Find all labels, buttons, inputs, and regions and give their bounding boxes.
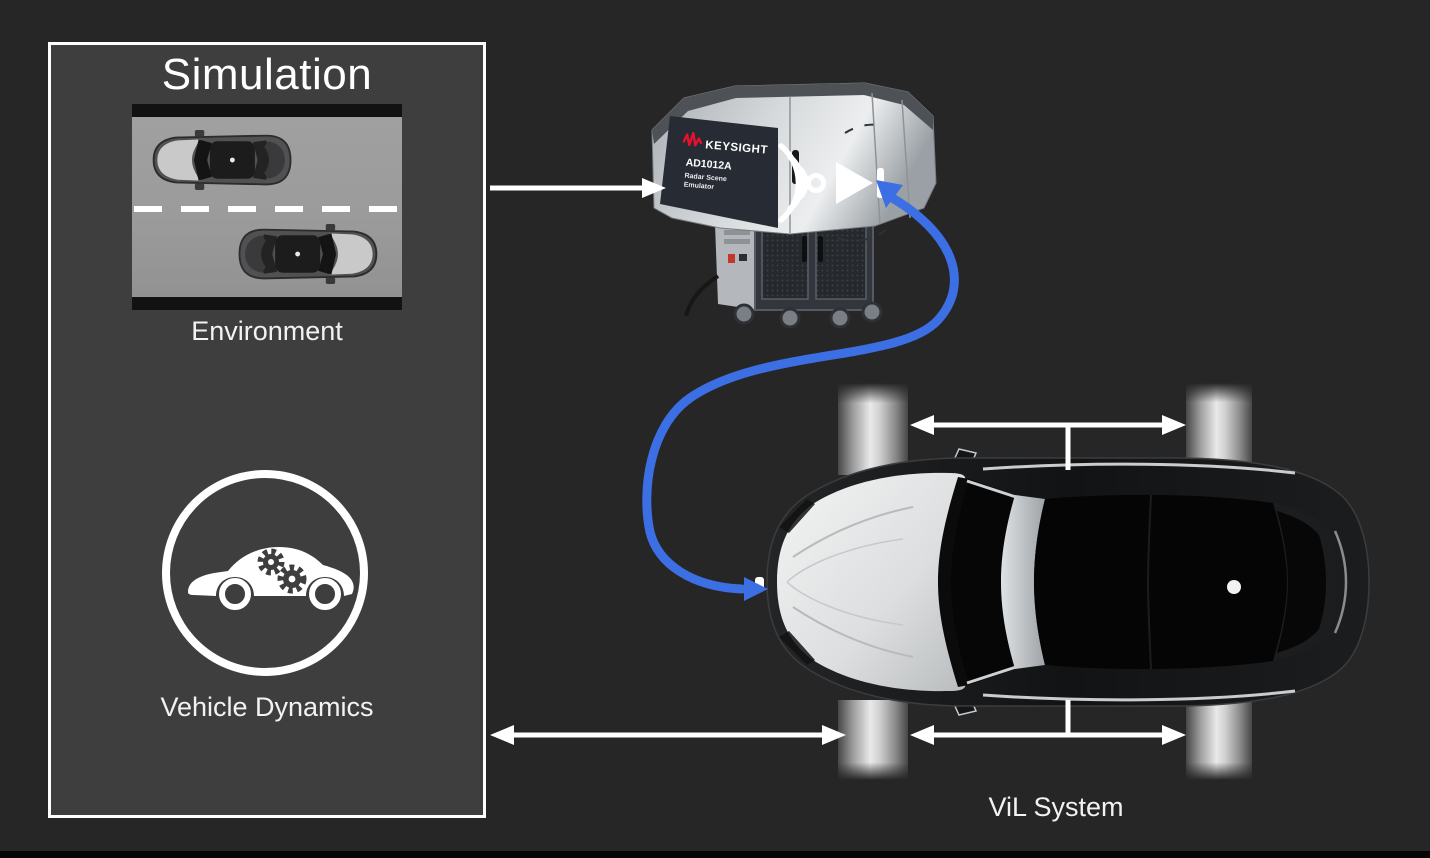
sim-to-vil-arrow bbox=[490, 725, 846, 745]
vil-system-label: ViL System bbox=[988, 792, 1124, 822]
radar-scene-emulator: KEYSIGHT AD1012A Radar Scene Emulator bbox=[651, 82, 937, 328]
roller-rear-left bbox=[838, 700, 908, 780]
environment-scene bbox=[132, 104, 402, 310]
environment-label: Environment bbox=[191, 316, 343, 346]
bottom-strip bbox=[0, 851, 1430, 858]
windshield bbox=[951, 479, 1015, 685]
headlight bbox=[779, 631, 815, 665]
emulator-product-line2: Emulator bbox=[683, 182, 714, 192]
environment-car-right-facing bbox=[238, 223, 378, 285]
gear-icon bbox=[257, 548, 285, 576]
roof bbox=[1034, 494, 1287, 670]
emulator-model: AD1012A bbox=[685, 157, 732, 173]
vehicle-dynamics-icon bbox=[162, 470, 368, 676]
emulator-brand: KEYSIGHT bbox=[705, 139, 769, 156]
roof-antenna bbox=[1227, 580, 1241, 594]
gear-icon bbox=[277, 564, 307, 594]
vehicle-dynamics-label: Vehicle Dynamics bbox=[160, 692, 374, 722]
roller-front-right bbox=[1186, 383, 1252, 471]
radar-sensor-marker bbox=[755, 577, 764, 592]
roller-rear-right bbox=[1186, 700, 1252, 780]
rear-window bbox=[1277, 511, 1326, 653]
power-cord bbox=[684, 274, 720, 317]
environment-car-left-facing bbox=[152, 129, 292, 191]
simulation-title: Simulation bbox=[161, 50, 373, 99]
emulator-product-line1: Radar Scene bbox=[684, 173, 727, 184]
car-top-view bbox=[755, 448, 1370, 716]
keysight-logo-icon bbox=[682, 131, 703, 147]
lane-divider-dashed-line bbox=[134, 206, 400, 212]
